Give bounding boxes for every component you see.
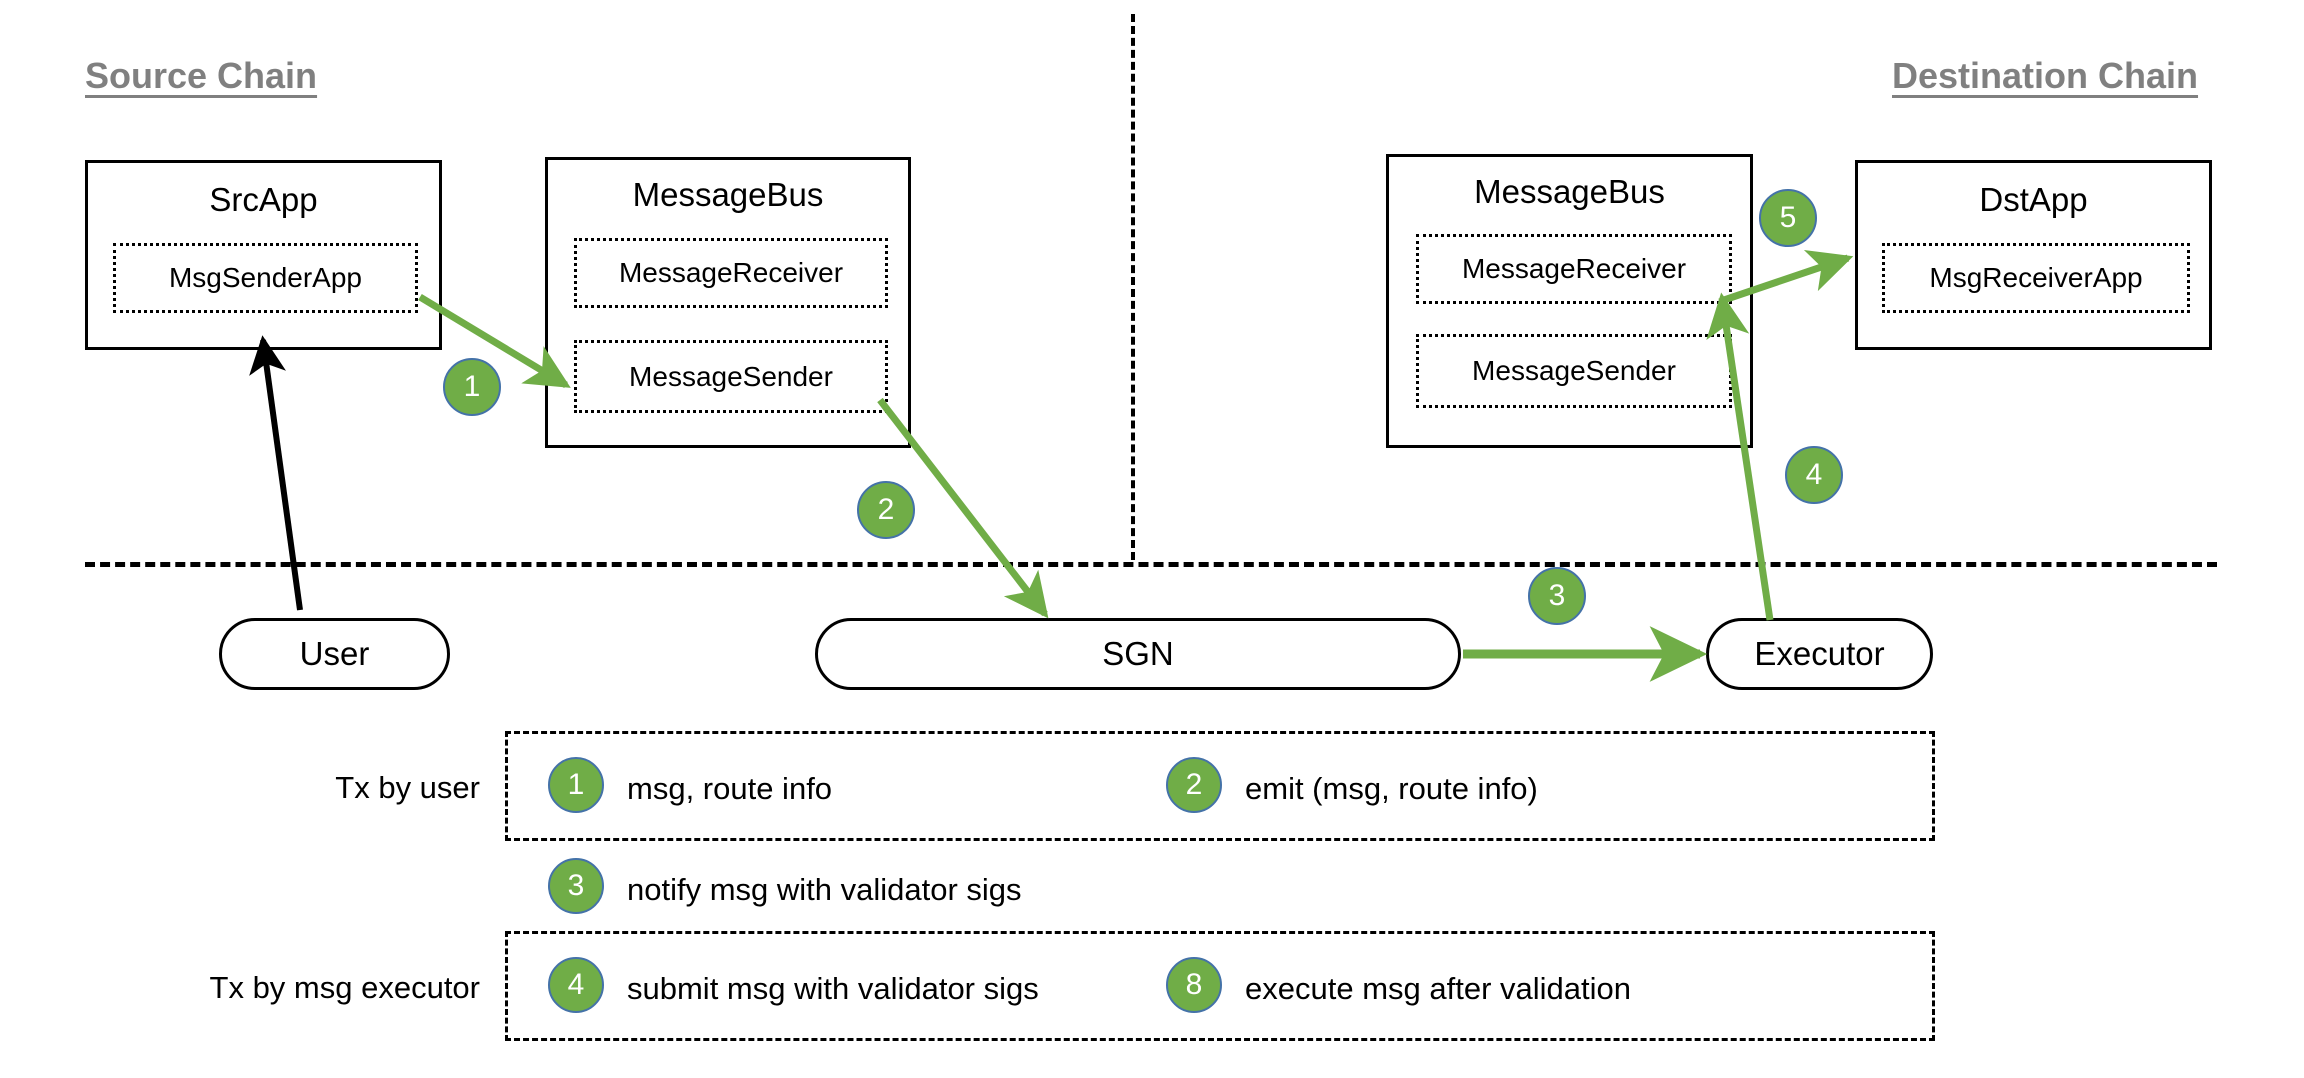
flow-badge-5: 5 bbox=[1759, 189, 1817, 247]
module-dst-message-receiver: MessageReceiver bbox=[1416, 234, 1732, 304]
module-msg-receiver-app: MsgReceiverApp bbox=[1882, 243, 2190, 313]
legend-badge-2: 2 bbox=[1166, 757, 1222, 813]
legend-text-2: emit (msg, route info) bbox=[1245, 771, 1538, 806]
node-executor: Executor bbox=[1706, 618, 1933, 690]
source-chain-header: Source Chain bbox=[85, 55, 318, 96]
chain-divider-vertical bbox=[1131, 14, 1135, 560]
destination-chain-header: Destination Chain bbox=[1892, 55, 2199, 96]
contract-src-app: SrcApp MsgSenderApp bbox=[85, 160, 442, 350]
legend-label-tx-by-user: Tx by user bbox=[335, 770, 480, 805]
arrow-user-to-srcapp bbox=[249, 335, 303, 611]
contract-dst-message-bus: MessageBus MessageReceiver MessageSender bbox=[1386, 154, 1753, 448]
legend-badge-1: 1 bbox=[548, 757, 604, 813]
legend-group-tx-by-msg-executor bbox=[505, 931, 1935, 1041]
legend-badge-3: 3 bbox=[548, 858, 604, 914]
contract-dst-app: DstApp MsgReceiverApp bbox=[1855, 160, 2212, 350]
contract-title-src-app: SrcApp bbox=[209, 181, 318, 218]
contract-title-dst-app: DstApp bbox=[1979, 181, 2088, 218]
legend-group-tx-by-user bbox=[505, 731, 1935, 841]
flow-badge-4: 4 bbox=[1785, 446, 1843, 504]
module-dst-message-sender: MessageSender bbox=[1416, 334, 1732, 408]
flow-badge-2: 2 bbox=[857, 481, 915, 539]
contract-src-message-bus: MessageBus MessageReceiver MessageSender bbox=[545, 157, 911, 448]
module-msg-sender-app: MsgSenderApp bbox=[113, 243, 418, 313]
legend-label-tx-by-msg-executor: Tx by msg executor bbox=[209, 970, 480, 1005]
contract-title-src-message-bus: MessageBus bbox=[632, 176, 824, 213]
onchain-offchain-divider-horizontal bbox=[85, 562, 2217, 567]
flow-badge-3: 3 bbox=[1528, 567, 1586, 625]
module-src-message-sender: MessageSender bbox=[574, 340, 888, 413]
module-src-message-receiver: MessageReceiver bbox=[574, 238, 888, 308]
legend-text-3: notify msg with validator sigs bbox=[627, 872, 1022, 907]
node-sgn: SGN bbox=[815, 618, 1461, 690]
legend-badge-4: 4 bbox=[548, 957, 604, 1013]
legend-badge-8: 8 bbox=[1166, 957, 1222, 1013]
node-user: User bbox=[219, 618, 450, 690]
flow-badge-1: 1 bbox=[443, 358, 501, 416]
legend-text-1: msg, route info bbox=[627, 771, 833, 806]
legend-text-8: execute msg after validation bbox=[1245, 971, 1631, 1006]
contract-title-dst-message-bus: MessageBus bbox=[1474, 173, 1665, 210]
legend-text-4: submit msg with validator sigs bbox=[627, 971, 1039, 1006]
